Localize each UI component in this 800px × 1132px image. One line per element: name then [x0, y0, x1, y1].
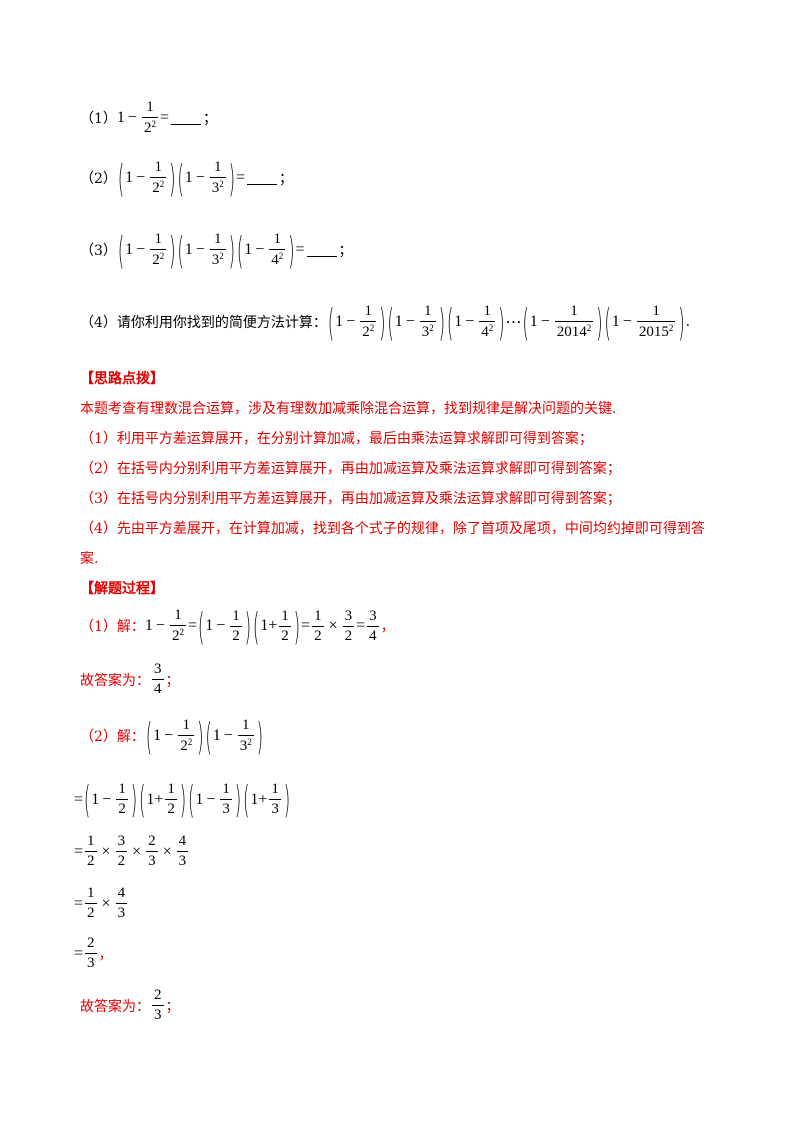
answer-blank — [170, 112, 201, 125]
answer-blank — [247, 172, 278, 185]
problem-label: （2） — [80, 171, 117, 187]
hint-intro: 本题考查有理数混合运算，涉及有理数加减乘除混合运算，找到规律是解决问题的关键. — [80, 401, 617, 417]
answer-blank — [306, 244, 337, 257]
solution-label: （2）解： — [80, 729, 145, 745]
problem-label: （4）请你利用你找到的简便方法计算： — [80, 315, 327, 331]
hint-step: （3）在括号内分别利用平方差运算展开，再由加减运算及乘法运算求解即可得到答案； — [80, 491, 621, 507]
answer-label: 故答案为： — [80, 672, 150, 689]
problem-label: （3） — [80, 243, 117, 259]
hint-step: （2）在括号内分别利用平方差运算展开，再由加减运算及乘法运算求解即可得到答案； — [80, 461, 621, 477]
problem-label: （1） — [80, 111, 117, 127]
hint-step: （1）利用平方差运算展开，在分别计算加减，最后由乘法运算求解即可得到答案； — [80, 431, 593, 447]
hint-heading: 【思路点拨】 — [80, 371, 164, 387]
hint-step: 案. — [80, 551, 99, 567]
solution-heading: 【解题过程】 — [80, 581, 164, 597]
solution-label: （1）解： — [80, 619, 145, 635]
hint-step: （4）先由平方差展开，在计算加减，找到各个式子的规律，除了首项及尾项，中间均约掉… — [80, 521, 705, 537]
answer-label: 故答案为： — [80, 998, 150, 1015]
